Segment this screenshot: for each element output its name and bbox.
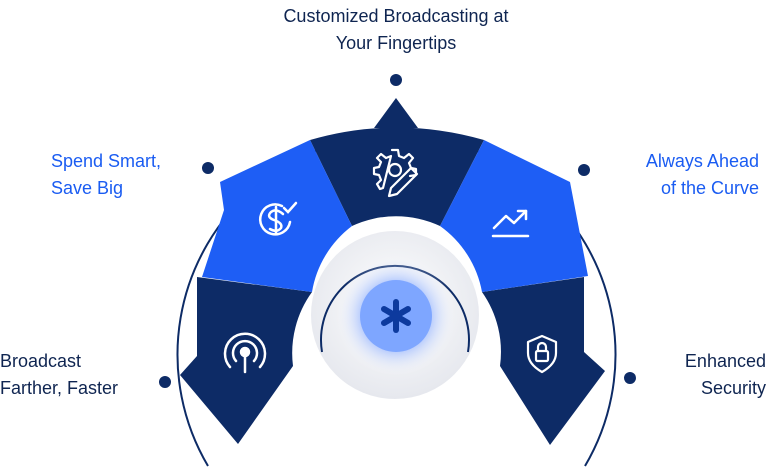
ring-dot-upper-left — [202, 162, 214, 174]
label-top-line2: Your Fingertips — [335, 33, 457, 53]
segment-ahead — [440, 140, 588, 292]
ring-dot-lower-left — [159, 376, 171, 388]
broadcast-antenna-icon — [223, 332, 267, 374]
label-lower-left: Broadcast Farther, Faster — [0, 348, 118, 402]
label-upper-left-line1: Spend Smart, — [51, 151, 162, 171]
label-lower-left-line1: Broadcast — [0, 351, 82, 371]
label-lower-right-line2: Security — [700, 378, 766, 398]
label-top: Customized Broadcasting at Your Fingerti… — [246, 3, 546, 57]
trend-up-icon — [491, 209, 530, 238]
label-upper-right: Always Ahead of the Curve — [646, 148, 759, 202]
ring-dot-upper-right — [578, 164, 590, 176]
label-upper-right-line1: Always Ahead — [645, 151, 759, 171]
label-top-line1: Customized Broadcasting at — [283, 6, 509, 26]
asterisk-icon — [381, 299, 411, 333]
ring-dot-lower-right — [624, 372, 636, 384]
segment-customize-pointer — [374, 98, 418, 128]
label-upper-left-line2: Save Big — [51, 178, 124, 198]
label-upper-right-line2: of the Curve — [660, 178, 759, 198]
dollar-check-icon — [258, 201, 298, 236]
shield-lock-icon — [526, 334, 558, 374]
label-lower-right-line1: Enhanced — [684, 351, 766, 371]
ring-dot-top — [390, 74, 402, 86]
label-lower-right: Enhanced Security — [685, 348, 766, 402]
label-upper-left: Spend Smart, Save Big — [51, 148, 161, 202]
gear-pencil-icon — [372, 148, 419, 198]
label-lower-left-line2: Farther, Faster — [0, 378, 119, 398]
